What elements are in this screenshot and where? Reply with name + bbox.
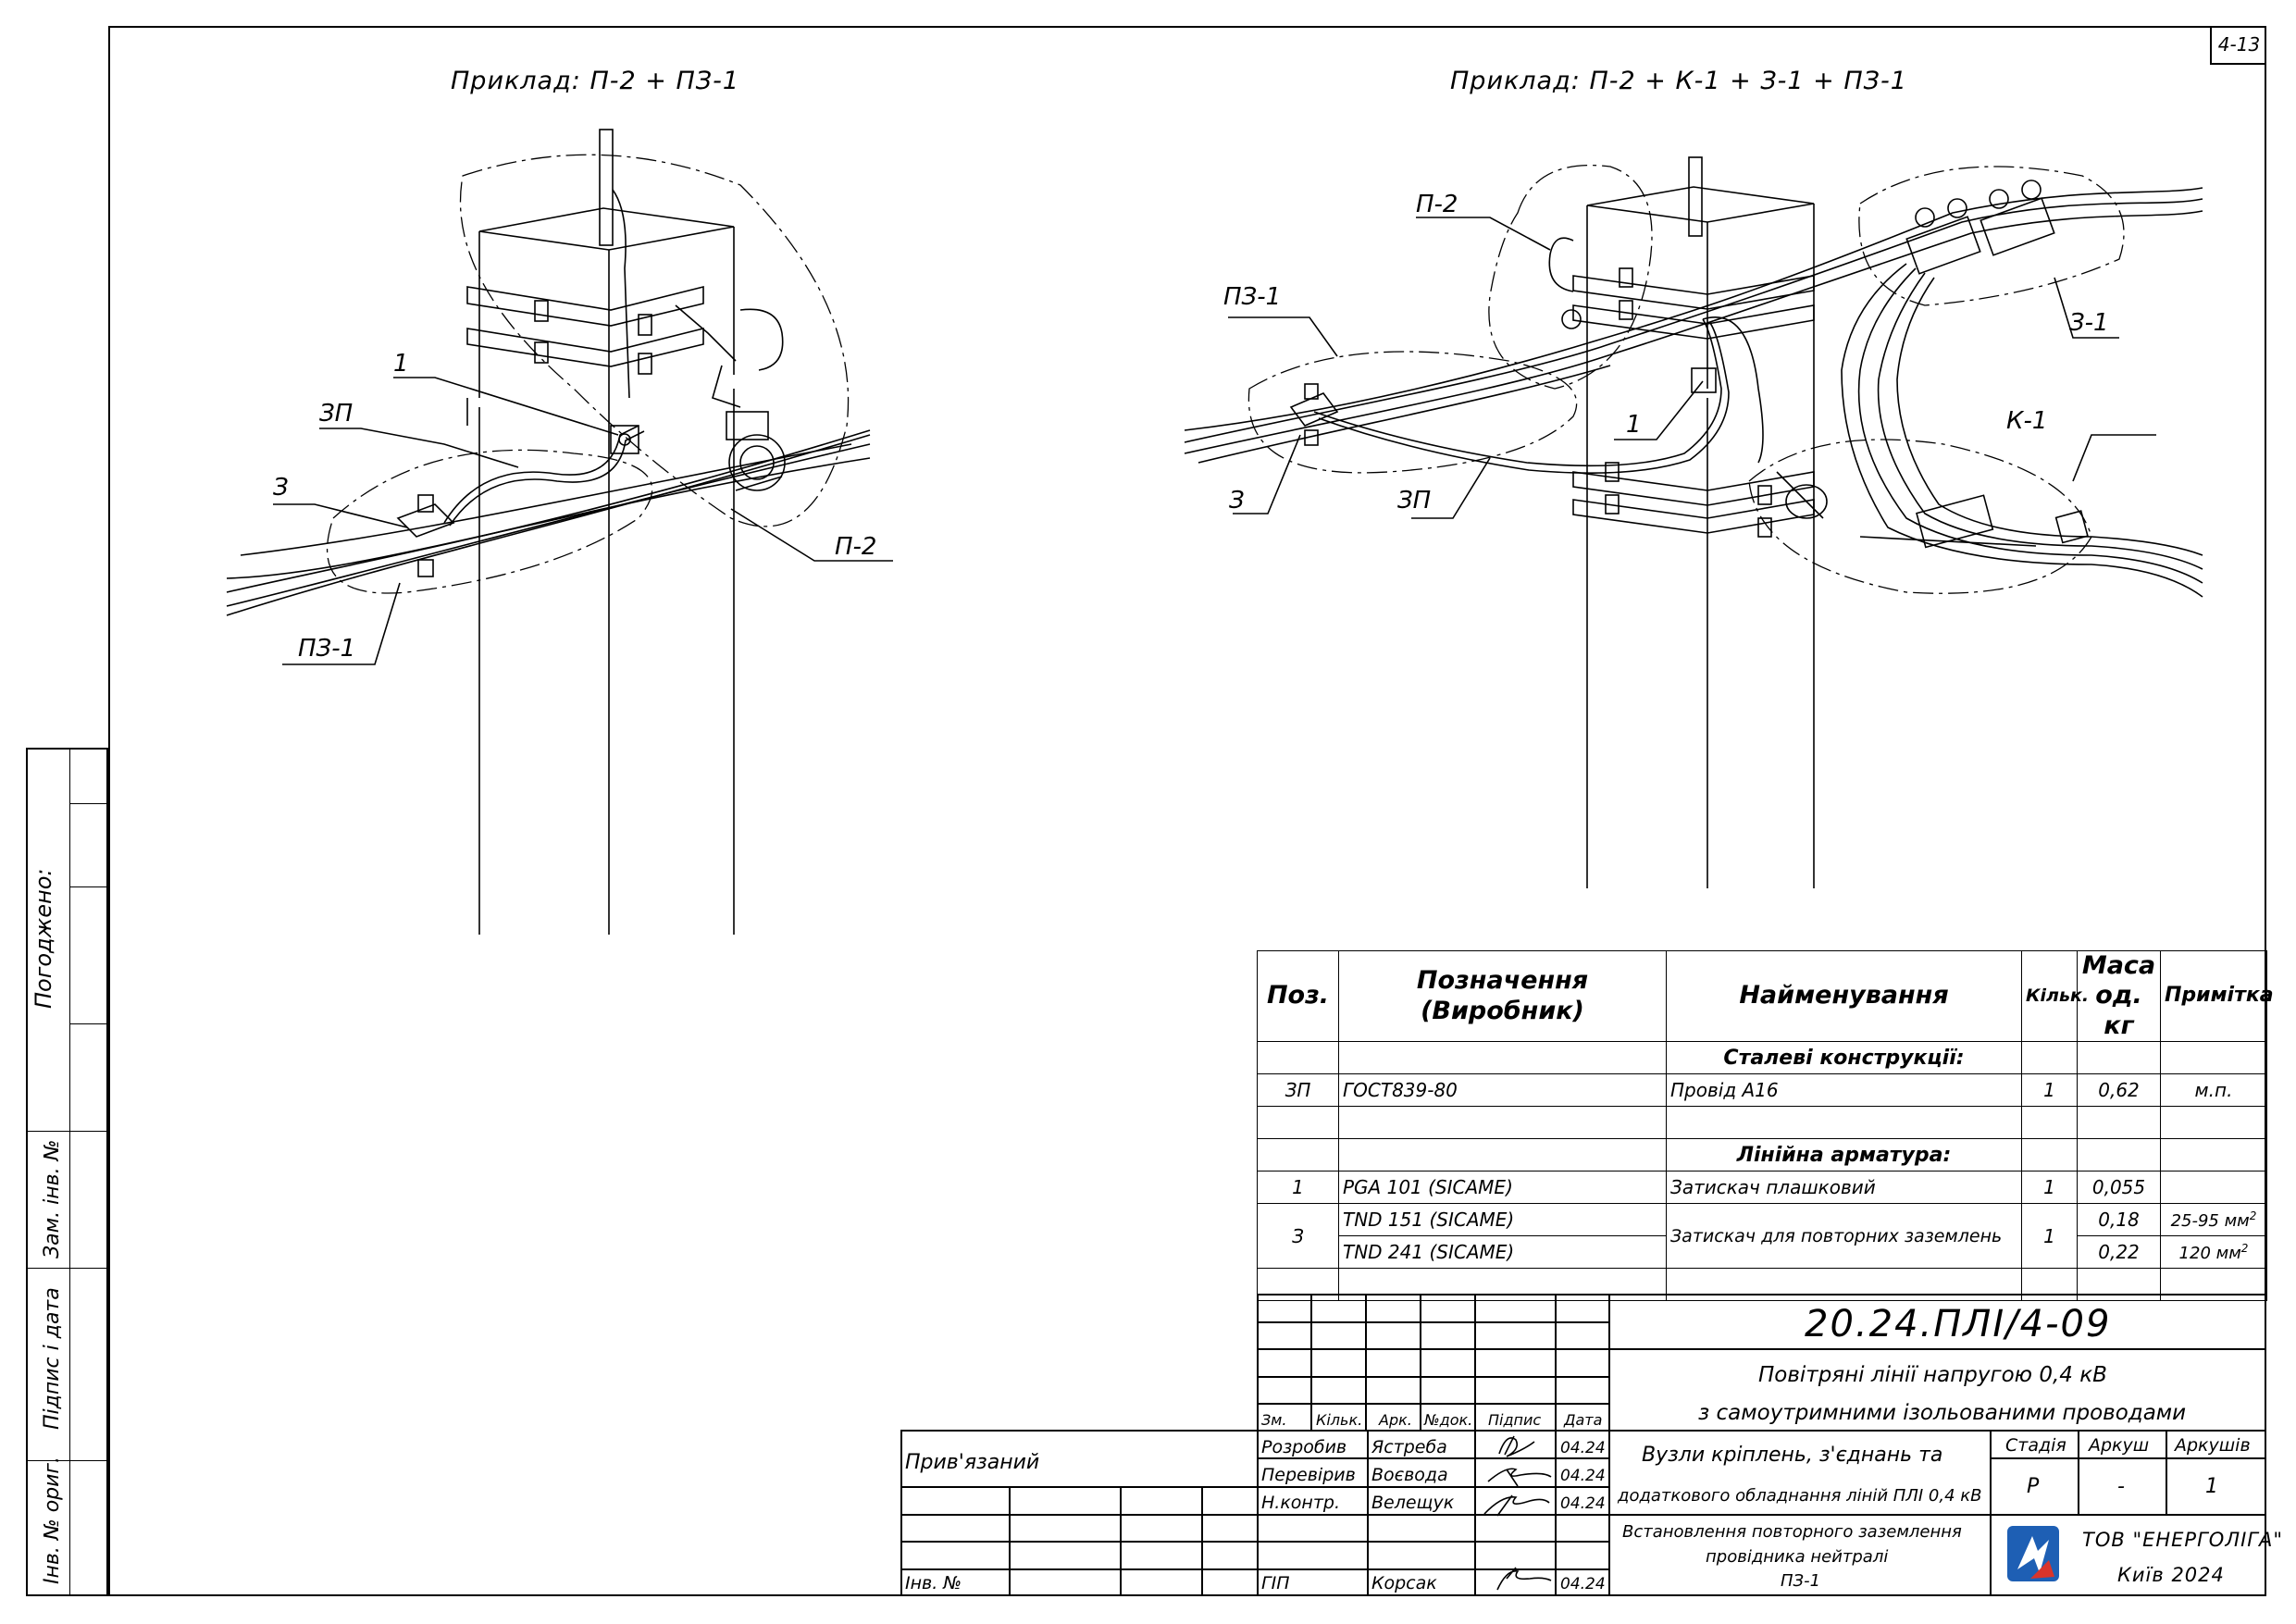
role-checker: Перевірив	[1261, 1465, 1356, 1485]
bound-label: Прив'язаний	[905, 1451, 1040, 1474]
example-right-caption: Приклад: П-2 + К-1 + З-1 + ПЗ-1	[1450, 67, 1907, 95]
header-designation: Позначення (Виробник)	[1338, 949, 1667, 1043]
inv-no-label: Інв. №	[905, 1573, 962, 1593]
document-code: 20.24.ПЛІ/4-09	[1805, 1303, 2112, 1345]
header-qty: Кільк.	[2021, 949, 2089, 1043]
row-1-name: Затискач плашковий	[1666, 1171, 2022, 1205]
callout-right-p2: П-2	[1416, 191, 1458, 218]
date-checker: 04.24	[1560, 1467, 1606, 1485]
row-3-qty: 1	[2021, 1203, 2078, 1270]
role-chief-engineer: ГІП	[1261, 1573, 1290, 1593]
row-1-pos: 1	[1257, 1171, 1339, 1205]
company-city-year: Київ 2024	[2117, 1564, 2225, 1586]
replaced-inv-label: Зам. інв. №	[41, 1139, 64, 1259]
callout-right-zp: ЗП	[1397, 487, 1432, 514]
section-fittings: Лінійна арматура:	[1666, 1138, 2022, 1172]
row-3-mass-b: 0,22	[2077, 1235, 2161, 1270]
side-stamp	[26, 748, 108, 1596]
project-line-2: з самоутримними ізольованими проводами	[1698, 1401, 2187, 1425]
header-mass: Маса од. кг	[2077, 949, 2161, 1043]
header-name: Найменування	[1666, 949, 2022, 1043]
role-norm-control: Н.контр.	[1261, 1493, 1341, 1513]
sheet-label: Аркуш	[2089, 1435, 2150, 1456]
sheet-number: 4-13	[2210, 26, 2266, 65]
title-line-2: додаткового обладнання ліній ПЛІ 0,4 кВ	[1618, 1486, 1982, 1506]
orig-inv-label: Інв. № ориг.	[41, 1457, 64, 1584]
row-3-name: Затискач для повторних заземлень	[1666, 1203, 2022, 1270]
row-zp-mass: 0,62	[2077, 1073, 2161, 1108]
sheet-value: -	[2117, 1475, 2125, 1498]
col-date: Дата	[1564, 1411, 1603, 1429]
header-note: Примітка	[2160, 949, 2274, 1043]
row-1-qty: 1	[2021, 1171, 2078, 1205]
drawing-frame	[108, 26, 2266, 1596]
row-3-designation-b: TND 241 (SICAME)	[1338, 1235, 1667, 1270]
col-qty: Кільк.	[1316, 1411, 1363, 1429]
name-chief-engineer: Корсак	[1371, 1573, 1437, 1593]
title-line-1: Вузли кріплень, з'єднань та	[1642, 1444, 1943, 1467]
col-sign: Підпис	[1488, 1411, 1542, 1429]
callout-right-item-1: 1	[1626, 411, 1642, 439]
signatures-drawing	[1483, 1435, 1552, 1591]
row-3-note-a: 25-95 мм2	[2160, 1203, 2267, 1237]
row-1-note	[2160, 1171, 2267, 1205]
date-norm-control: 04.24	[1560, 1494, 1606, 1513]
row-3-note-b: 120 мм2	[2160, 1235, 2267, 1270]
header-pos: Поз.	[1257, 949, 1339, 1043]
specification-table: Поз. Позначення (Виробник) Найменування …	[1257, 949, 2274, 1302]
company-logo	[2007, 1526, 2059, 1581]
col-ark: Арк.	[1379, 1411, 1412, 1429]
row-3-pos: З	[1257, 1203, 1339, 1270]
project-line-1: Повітряні лінії напругою 0,4 кВ	[1758, 1363, 2107, 1387]
section-steel: Сталеві конструкції:	[1666, 1041, 2022, 1075]
row-1-mass: 0,055	[2077, 1171, 2161, 1205]
date-developer: 04.24	[1560, 1439, 1606, 1457]
callout-left-p2: П-2	[835, 533, 877, 561]
right-assembly-drawing	[1184, 156, 2203, 888]
row-zp-pos: ЗП	[1257, 1073, 1339, 1108]
callout-right-pz1: ПЗ-1	[1223, 283, 1282, 311]
stage-label: Стадія	[2005, 1435, 2066, 1456]
role-developer: Розробив	[1261, 1437, 1347, 1457]
col-doc: №док.	[1424, 1411, 1473, 1429]
col-zm: Зм.	[1261, 1411, 1287, 1429]
drawing-line-2: провідника нейтралі	[1706, 1547, 1889, 1567]
example-left-caption: Приклад: П-2 + ПЗ-1	[451, 67, 739, 95]
sheets-value: 1	[2205, 1475, 2218, 1498]
row-3-designation-a: TND 151 (SICAME)	[1338, 1203, 1667, 1237]
callout-right-k1: К-1	[2006, 407, 2048, 435]
stage-value: Р	[2027, 1475, 2040, 1498]
left-assembly-drawing	[226, 129, 893, 935]
callout-right-z1: З-1	[2069, 309, 2109, 337]
date-chief-engineer: 04.24	[1560, 1575, 1606, 1593]
row-1-designation: PGA 101 (SICAME)	[1338, 1171, 1667, 1205]
name-developer: Ястреба	[1371, 1437, 1447, 1457]
drawing-line-3: ПЗ-1	[1781, 1571, 1821, 1591]
name-norm-control: Велещук	[1371, 1493, 1455, 1513]
drawing-line-1: Встановлення повторного заземлення	[1622, 1522, 1962, 1542]
name-checker: Воєвода	[1371, 1465, 1448, 1485]
callout-left-pz1: ПЗ-1	[298, 635, 356, 663]
sheets-label: Аркушів	[2175, 1435, 2251, 1456]
row-zp-note: м.п.	[2160, 1073, 2267, 1108]
company-name: ТОВ "ЕНЕРГОЛІГА"	[2082, 1529, 2284, 1551]
row-zp-qty: 1	[2021, 1073, 2078, 1108]
callout-right-item-3: З	[1229, 487, 1245, 514]
row-zp-name: Провід А16	[1666, 1073, 2022, 1108]
row-zp-designation: ГОСТ839-80	[1338, 1073, 1667, 1108]
row-3-mass-a: 0,18	[2077, 1203, 2161, 1237]
signature-date-label: Підпис і дата	[41, 1287, 64, 1430]
callout-left-item-1: 1	[393, 350, 409, 378]
callout-left-zp: ЗП	[319, 400, 354, 428]
callout-left-item-3: З	[273, 474, 289, 502]
